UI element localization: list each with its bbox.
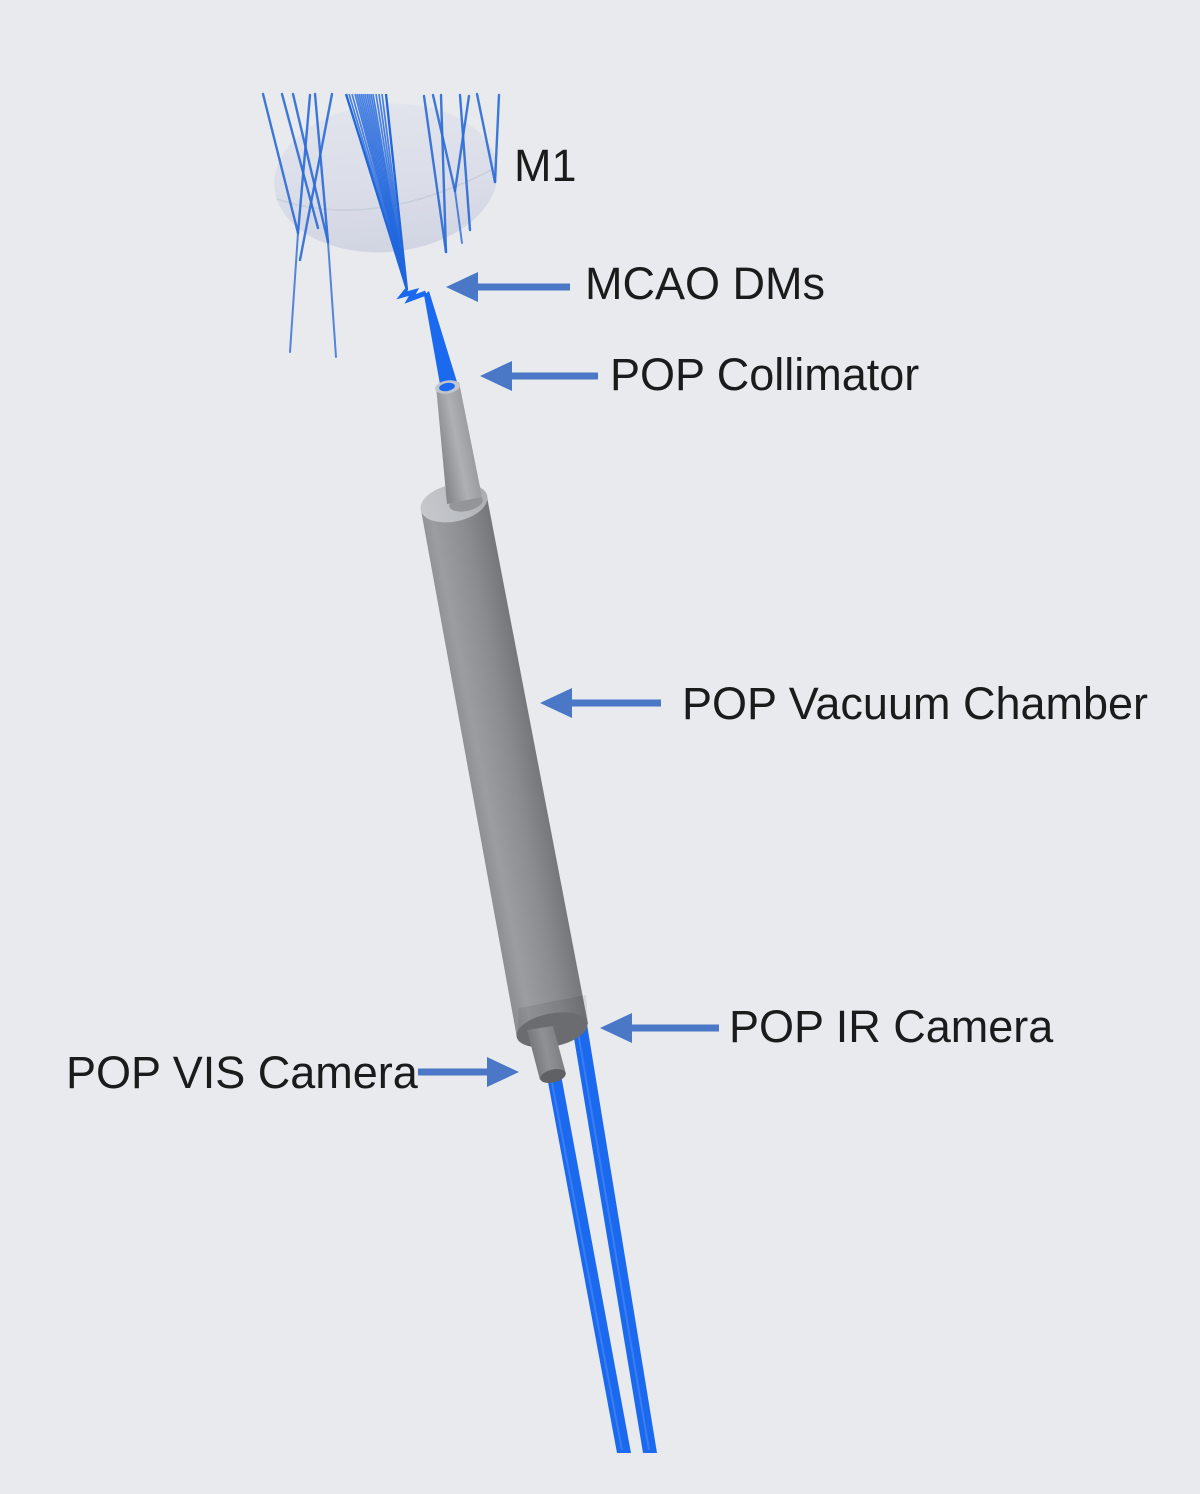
pop-vacuum-chamber-arrow [540, 688, 661, 718]
beam-streak [541, 1029, 623, 1451]
collimator-beam-spot [439, 382, 455, 392]
ray-line [289, 232, 299, 353]
vacuum-chamber-body [421, 497, 588, 1038]
ray-line [327, 241, 337, 358]
ray-line [296, 93, 312, 235]
pop-collimator-label: POP Collimator [610, 349, 919, 400]
pop-collimator-arrow [480, 361, 598, 391]
ray-line [453, 94, 471, 193]
ray-line [261, 92, 300, 235]
arrow-head [487, 1057, 519, 1087]
ray-line [291, 92, 330, 244]
ray-line [422, 94, 448, 254]
ray-line [280, 92, 320, 230]
ray-line [475, 92, 497, 184]
m1-label: M1 [514, 140, 577, 191]
collimator-tube-body [436, 382, 482, 504]
incoming-ray-bundles [261, 92, 501, 358]
ray-line [313, 92, 330, 244]
ray-line [384, 93, 409, 291]
central-ray-fan [344, 93, 409, 291]
pop-ir-camera-label: POP IR Camera [729, 1001, 1054, 1052]
vis-camera-end-cap [540, 1068, 566, 1084]
ray-line [439, 93, 448, 254]
ray-line [298, 92, 334, 262]
ray-line [493, 93, 501, 184]
mcao-dm-beam-jog [396, 288, 427, 304]
collimator-tube [435, 380, 482, 504]
pop-ir-camera-arrow [600, 1013, 719, 1043]
ir-output-beam [569, 1006, 657, 1453]
arrow-head [480, 361, 512, 391]
arrow-head [446, 272, 478, 302]
beam-to-collimator [424, 291, 457, 390]
mcao-dms-arrow [446, 272, 570, 302]
arrow-head [600, 1013, 632, 1043]
mcao-dms-label: MCAO DMs [585, 258, 825, 309]
ray-line [454, 190, 463, 244]
output-beams [535, 1006, 657, 1453]
arrow-head [540, 688, 572, 718]
beam-streak [576, 1025, 650, 1451]
vis-camera-tube [527, 1026, 566, 1084]
pop-vis-camera-label: POP VIS Camera [66, 1047, 419, 1098]
ray-line [431, 93, 457, 193]
ray-line [458, 93, 472, 232]
vis-camera-body [527, 1026, 566, 1080]
pop-vacuum-chamber-label: POP Vacuum Chamber [682, 678, 1148, 729]
pop-vis-camera-arrow [418, 1057, 519, 1087]
